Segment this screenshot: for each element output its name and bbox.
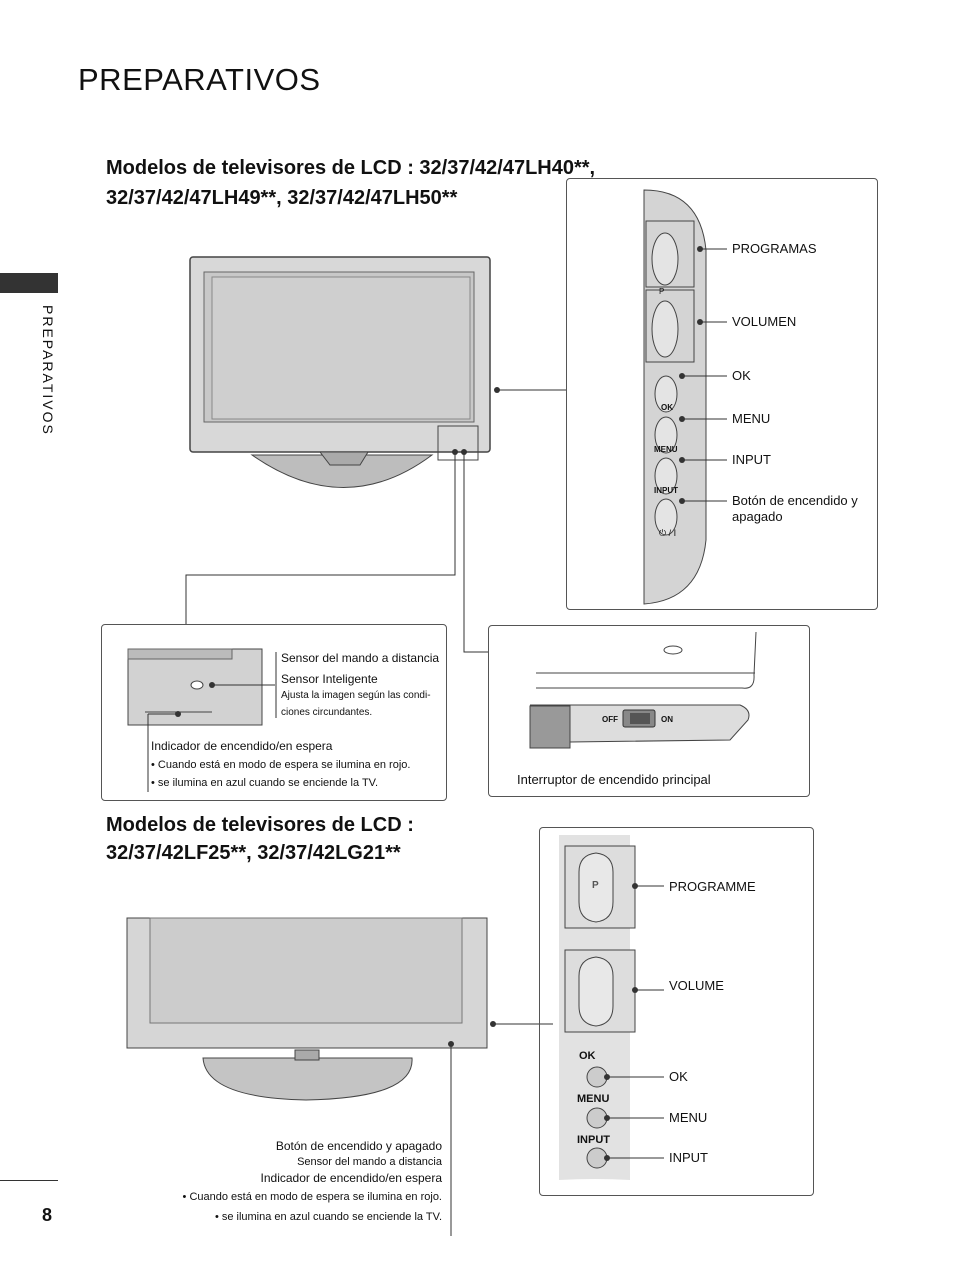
- label-menu2: MENU: [669, 1110, 708, 1125]
- label-power-line2: apagado: [732, 509, 783, 524]
- label-programme: PROGRAMME: [669, 879, 756, 894]
- panel1-ok: OK: [661, 403, 673, 412]
- smart-sensor-label: Sensor Inteligente: [281, 672, 378, 686]
- panel1-illustration: [643, 189, 727, 605]
- panel1-p: P: [659, 287, 665, 296]
- label-volumen: VOLUMEN: [732, 314, 797, 329]
- panel1-box: [566, 178, 878, 610]
- page-title: PREPARATIVOS: [78, 62, 321, 97]
- sensor-box: [101, 624, 447, 801]
- switch-box: [488, 625, 810, 797]
- side-tab-label: PREPARATIVOS: [40, 305, 56, 436]
- remote-sensor-label: Sensor del mando a distancia: [281, 651, 440, 665]
- label-ok2: OK: [669, 1069, 688, 1084]
- page-number: 8: [42, 1205, 53, 1225]
- label-programas: PROGRAMAS: [732, 241, 817, 256]
- panel2-p: P: [592, 880, 599, 891]
- section2-heading-line1: Modelos de televisores de LCD :: [106, 814, 414, 836]
- switch-on: ON: [661, 715, 673, 724]
- panel1-menu: MENU: [654, 445, 678, 454]
- label-volume: VOLUME: [669, 978, 724, 993]
- switch-closeup: [529, 631, 757, 749]
- bottom-indicator-label: Indicador de encendido/en espera: [260, 1171, 442, 1185]
- indicator-bullet2: • se ilumina en azul cuando se enciende …: [151, 777, 379, 789]
- panel1-power: ⏻ / I: [659, 528, 677, 538]
- smart-desc-line2: ciones circundantes.: [281, 707, 373, 718]
- bottom-bullet2: • se ilumina en azul cuando se enciende …: [214, 1211, 442, 1223]
- section1-heading-line1: Modelos de televisores de LCD : 32/37/42…: [106, 157, 596, 179]
- side-tab-marker: [0, 273, 58, 293]
- panel2-box: [539, 827, 814, 1196]
- smart-desc-line1: Ajusta la imagen según las condi-: [281, 690, 431, 701]
- tv2-illustration: [126, 917, 553, 1236]
- section1-heading-line2: 32/37/42/47LH49**, 32/37/42/47LH50**: [106, 187, 458, 209]
- panel2-menu: MENU: [577, 1093, 610, 1105]
- bottom-power-label: Botón de encendido y apagado: [275, 1139, 442, 1153]
- panel2-illustration: [559, 835, 664, 1180]
- indicator-label: Indicador de encendido/en espera: [151, 739, 333, 753]
- label-ok: OK: [732, 368, 751, 383]
- switch-caption: Interruptor de encendido principal: [517, 772, 711, 787]
- bottom-remote-label: Sensor del mando a distancia: [297, 1156, 442, 1168]
- tv1-illustration: [185, 256, 566, 653]
- panel1-input: INPUT: [654, 486, 678, 495]
- bottom-bullet1: • Cuando está en modo de espera se ilumi…: [182, 1191, 442, 1203]
- label-menu: MENU: [732, 411, 771, 426]
- label-power-line1: Botón de encendido y: [732, 493, 858, 508]
- section2-heading-line2: 32/37/42LF25**, 32/37/42LG21**: [106, 842, 401, 864]
- switch-off: OFF: [602, 715, 618, 724]
- footer-rule: [0, 1180, 58, 1181]
- panel2-ok: OK: [579, 1050, 596, 1062]
- sensor-closeup: [127, 648, 277, 792]
- label-input: INPUT: [732, 452, 771, 467]
- label-input2: INPUT: [669, 1150, 708, 1165]
- indicator-bullet1: • Cuando está en modo de espera se ilumi…: [151, 759, 411, 771]
- panel2-input: INPUT: [577, 1134, 610, 1146]
